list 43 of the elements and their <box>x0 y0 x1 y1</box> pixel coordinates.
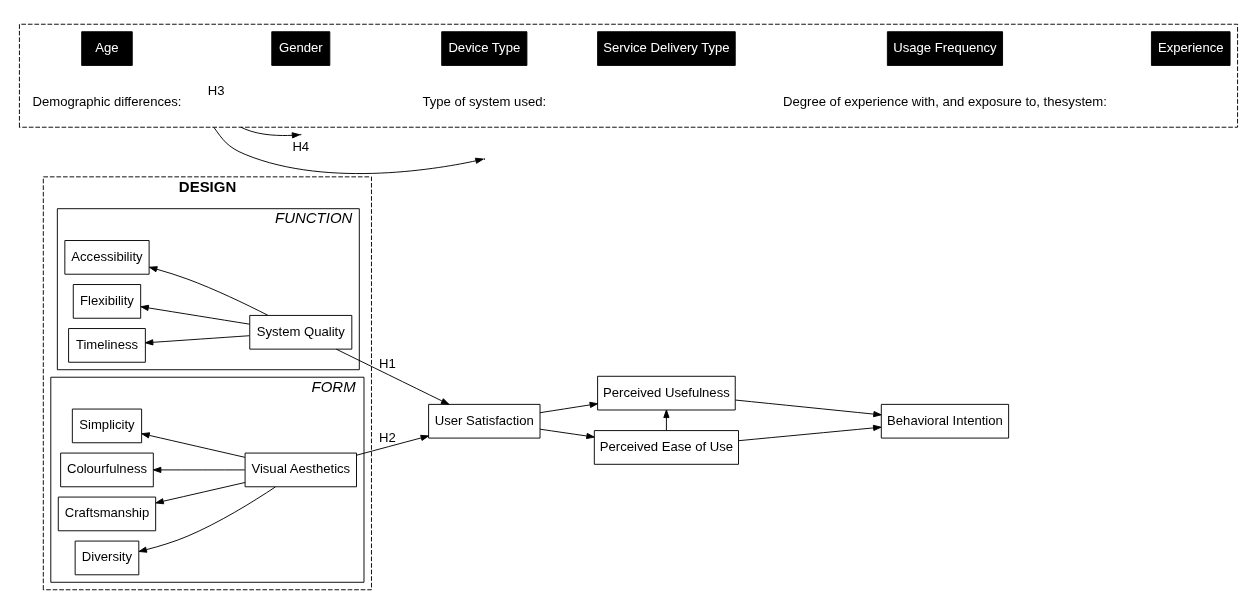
arrow <box>663 409 670 431</box>
edge-label: H1 <box>379 356 396 372</box>
node-box: Perceived Ease of Use <box>593 430 739 465</box>
arrow <box>138 486 276 553</box>
node-box: Diversity <box>74 540 140 576</box>
node-box: Device Type <box>441 31 528 66</box>
arrow <box>734 399 882 418</box>
node-box: User Satisfaction <box>428 403 541 439</box>
node-box: Usage Frequency <box>886 31 1003 66</box>
node-box: Colourfulness <box>60 452 154 488</box>
cluster <box>18 23 1239 128</box>
node-box: Simplicity <box>71 408 143 444</box>
label: Type of system used: <box>422 94 547 110</box>
node-box: Service Delivery Type <box>597 31 736 66</box>
node-box: Experience <box>1150 31 1231 66</box>
arrow <box>144 335 250 346</box>
arrow <box>539 428 595 440</box>
arrow <box>148 266 269 316</box>
arrow <box>335 348 450 405</box>
node-box: System Quality <box>249 314 353 350</box>
arrow <box>539 401 599 414</box>
node-box: Age <box>81 31 133 66</box>
label: Demographic differences: <box>32 94 182 110</box>
edge-label: H3 <box>207 82 225 98</box>
node-box: Perceived Usefulness <box>597 375 736 411</box>
node-box: Accessibility <box>64 240 150 275</box>
node-box: Flexibility <box>72 284 142 319</box>
node-box: Timeliness <box>68 328 146 363</box>
node-box: Gender <box>271 31 331 66</box>
arrow <box>213 126 484 175</box>
node-box: Craftsmanship <box>57 496 157 532</box>
arrow <box>155 482 246 505</box>
arrow <box>356 434 430 456</box>
arrow <box>140 304 251 325</box>
node-box: Behavioral Intention <box>880 403 1010 439</box>
node-box: Visual Aesthetics <box>244 452 357 488</box>
arrow <box>738 424 882 442</box>
arrow <box>240 126 301 139</box>
arrow <box>152 466 246 473</box>
edge-label: H4 <box>292 138 310 154</box>
edge-label: H2 <box>379 430 396 446</box>
label: Degree of experience with, and exposure to, thesystem: <box>783 94 1107 110</box>
arrow <box>141 432 246 458</box>
